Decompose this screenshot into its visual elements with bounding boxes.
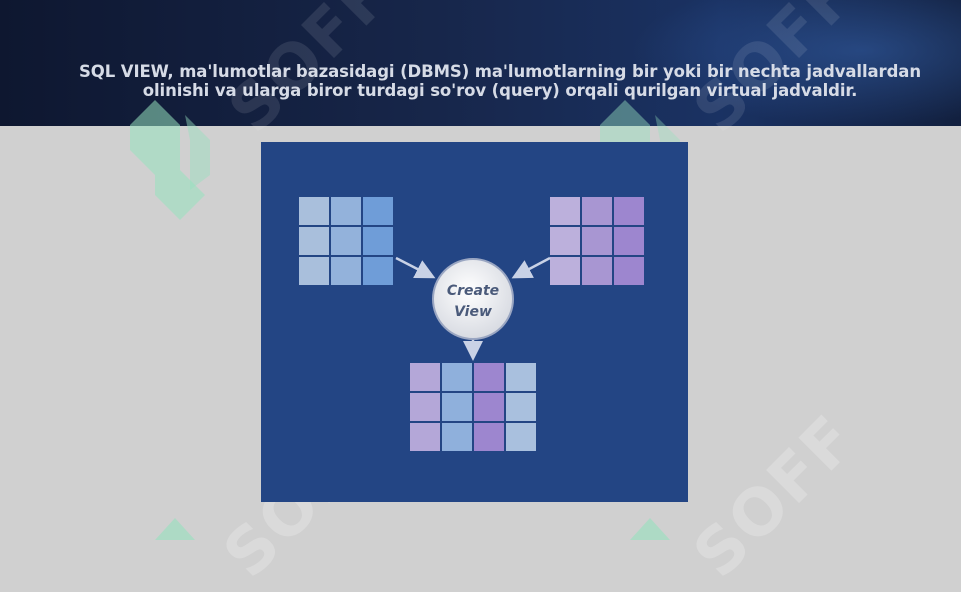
watermark-logo-bottom-left [155,518,195,540]
result-view-table [410,363,536,451]
arrow-left-to-view [395,256,436,279]
diagram-canvas: Create View [299,197,644,451]
slide-title-line-2: olinishi va ularga biror turdagi so'rov … [142,81,858,100]
create-view-label-line-1: Create [447,283,499,299]
slide-title-line-1: SQL VIEW, ma'lumotlar bazasidagi (DBMS) … [79,62,921,81]
slide-title: SQL VIEW, ma'lumotlar bazasidagi (DBMS) … [40,62,960,100]
source-table-left [299,197,393,285]
watermark-logo-bottom-right [630,518,670,540]
header-glow [631,0,961,126]
create-view-diagram: Create View [261,142,688,502]
create-view-node: Create View [432,258,514,340]
arrow-right-to-view [511,256,551,279]
source-table-right [550,197,644,285]
create-view-label-line-2: View [454,304,492,320]
watermark-text-bottom-right: SOFF [680,401,871,592]
